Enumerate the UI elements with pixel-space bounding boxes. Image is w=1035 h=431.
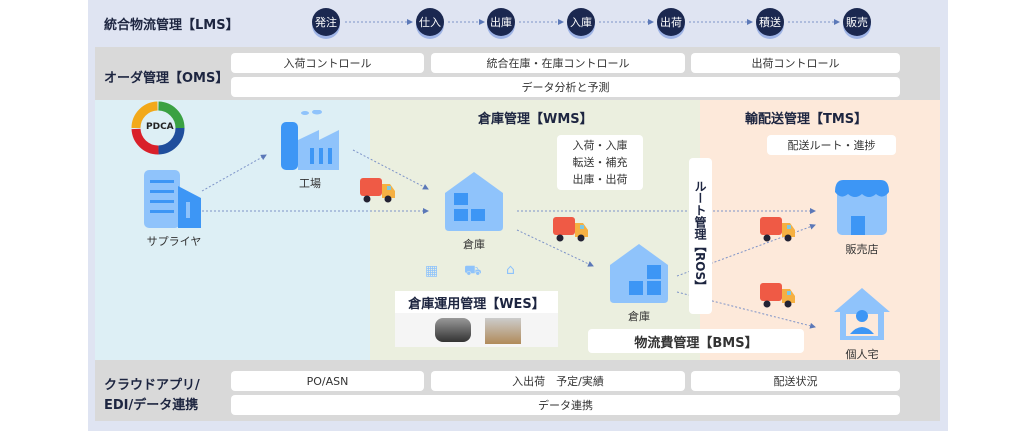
store-icon <box>835 180 889 235</box>
cloud-box: 配送状況 <box>691 371 900 391</box>
lms-step: 販売 <box>843 8 871 36</box>
lms-step: 発注 <box>312 8 340 36</box>
warehouse-label: 倉庫 <box>628 310 650 323</box>
lms-step: 出荷 <box>657 8 685 36</box>
lms-step: 仕入 <box>416 8 444 36</box>
boxes-icon: ▦ <box>425 263 439 279</box>
cloud-title-line: EDI/データ連携 <box>104 398 199 413</box>
pdca-cycle-icon <box>131 101 185 155</box>
tms-route-box: 配送ルート・進捗 <box>767 135 896 155</box>
wms-functions-box: 入荷・入庫 転送・補充 出庫・出荷 <box>557 135 643 190</box>
agv-robot-image <box>435 318 471 342</box>
ros-box: ルート管理【ROS】 <box>689 158 712 314</box>
warehouse-label: 倉庫 <box>463 238 485 251</box>
supplier-building-icon <box>144 170 201 228</box>
lms-step: 積送 <box>756 8 784 36</box>
oms-analytics-box: データ分析と予測 <box>231 77 900 97</box>
lms-title: 統合物流管理【LMS】 <box>104 18 239 33</box>
home-label: 個人宅 <box>845 348 879 361</box>
warehouse-icon <box>610 244 668 303</box>
cold-storage-icon: ⌂ <box>506 262 515 278</box>
robot-arm-image <box>485 318 521 344</box>
oms-box: 統合在庫・在庫コントロール <box>431 53 685 73</box>
oms-box: 出荷コントロール <box>691 53 900 73</box>
bms-box: 物流費管理【BMS】 <box>588 329 804 353</box>
cloud-title-line: クラウドアプリ/ <box>104 378 200 393</box>
truck-icon <box>760 217 795 242</box>
ros-title: ルート管理【ROS】 <box>693 179 707 293</box>
pdca-label: PDCA <box>146 122 174 132</box>
truck-icon <box>360 178 395 203</box>
cloud-title: クラウドアプリ/ EDI/データ連携 <box>104 376 200 416</box>
truck-icon <box>553 217 588 242</box>
tms-title: 輸配送管理【TMS】 <box>745 112 868 127</box>
lms-step: 入庫 <box>567 8 595 36</box>
wms-function: 転送・補充 <box>572 156 628 169</box>
warehouse-icon <box>445 172 503 231</box>
lms-step: 出庫 <box>487 8 515 36</box>
supplier-label: サプライヤ <box>146 235 202 248</box>
cloud-box: 入出荷 予定/実績 <box>431 371 685 391</box>
factory-label: 工場 <box>299 177 321 190</box>
home-icon <box>834 288 890 340</box>
factory-icon <box>281 110 339 170</box>
wms-function: 出庫・出荷 <box>572 173 628 186</box>
data-link-box: データ連携 <box>231 395 900 415</box>
cloud-box: PO/ASN <box>231 371 424 391</box>
oms-title: オーダ管理【OMS】 <box>104 71 229 86</box>
wes-box: 倉庫運用管理【WES】 <box>395 291 558 347</box>
wms-function: 入荷・入庫 <box>572 139 628 152</box>
store-label: 販売店 <box>845 243 879 256</box>
oms-box: 入荷コントロール <box>231 53 424 73</box>
truck-icon <box>760 283 795 308</box>
wms-title: 倉庫管理【WMS】 <box>478 112 593 127</box>
forklift-icon: ⛟ <box>464 263 482 279</box>
wes-title: 倉庫運用管理【WES】 <box>395 291 558 313</box>
